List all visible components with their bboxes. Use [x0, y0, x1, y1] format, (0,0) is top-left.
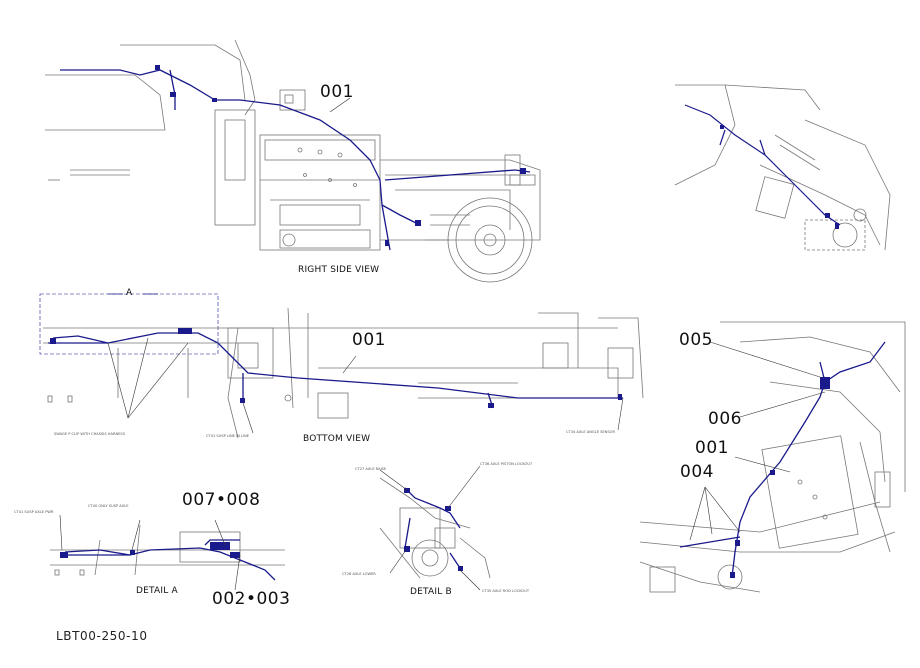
detail-a-drawing: [50, 514, 285, 591]
detail-b-note-2: CT36 AXLE PISTON LOCKOUT: [480, 462, 533, 466]
callout-005: 005: [679, 330, 713, 350]
detail-a-boundary: [39, 293, 219, 355]
detail-b-drawing: [379, 465, 491, 591]
detail-a-callout-bottom: 002•003: [212, 589, 291, 609]
callout-004: 004: [680, 462, 714, 482]
bottom-view-label: BOTTOM VIEW: [303, 434, 371, 444]
detail-b-label: DETAIL B: [410, 587, 452, 597]
detail-a-marker: A: [126, 288, 133, 298]
detail-a-note-1: CT41 SUSP AXLE PWR: [14, 510, 54, 514]
perspective-bottom-right: 005 006 001 004: [639, 321, 906, 602]
bottom-view: A 001 SWAGE P CLIP WITH CHASSIS HARNESS …: [38, 288, 653, 448]
callout-006: 006: [708, 409, 742, 429]
perspective-bottom-right-drawing: [639, 321, 906, 593]
right-side-callout: 001: [320, 82, 354, 102]
bottom-view-callout: 001: [352, 330, 386, 350]
bottom-view-drawing: [39, 293, 644, 439]
detail-a-note-2: CT40 ONLY SUSP AXLE: [88, 504, 129, 508]
bottom-note-3: CT34 AXLE ANGLE SENSOR: [566, 430, 615, 434]
perspective-top-right-drawing: [674, 84, 891, 251]
bottom-note-1: SWAGE P CLIP WITH CHASSIS HARNESS: [54, 432, 125, 436]
right-side-view-drawing: [45, 39, 541, 283]
perspective-top-right: [665, 84, 900, 260]
right-side-view-label: RIGHT SIDE VIEW: [298, 265, 380, 275]
callout-001: 001: [695, 438, 729, 458]
bottom-note-2: CT41 SUSP LINE IN LINE: [206, 434, 249, 438]
detail-b-note-3: CT26 AXLE LOWER: [342, 572, 376, 576]
detail-a-callout-top: 007•008: [182, 490, 261, 510]
detail-a: CT41 SUSP AXLE PWR CT40 ONLY SUSP AXLE 0…: [14, 490, 300, 615]
right-side-view: 001 RIGHT SIDE VIEW: [40, 39, 560, 283]
detail-b: CT27 AXLE RAISE CT36 AXLE PISTON LOCKOUT…: [342, 458, 545, 608]
drawing-code: LBT00-250-10: [56, 629, 148, 643]
detail-b-note-1: CT27 AXLE RAISE: [355, 467, 387, 471]
detail-a-label: DETAIL A: [136, 586, 178, 596]
detail-b-note-4: CT35 AXLE ROD LOCKOUT: [482, 589, 530, 593]
